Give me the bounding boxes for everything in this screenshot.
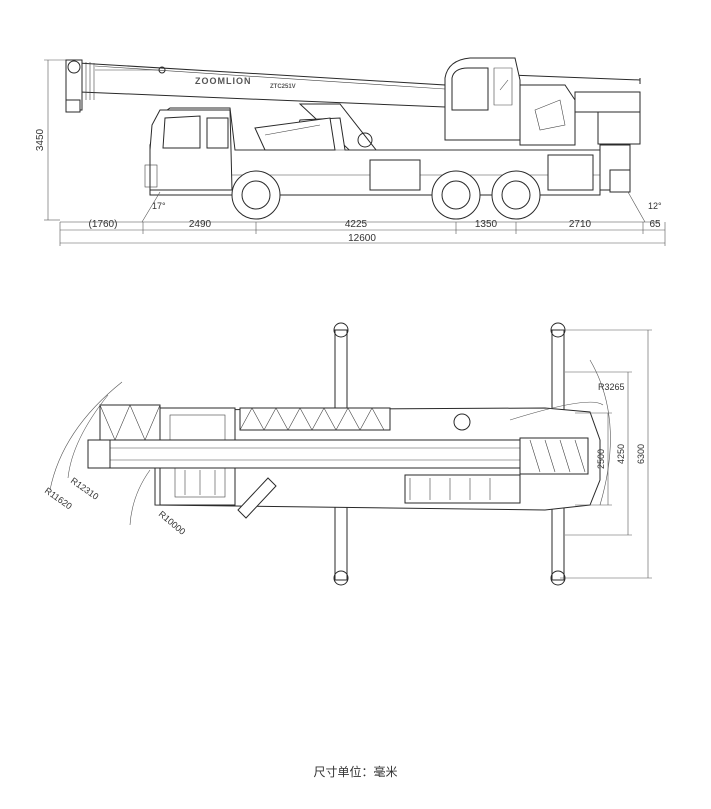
boom: ZOOMLION ZTC251V xyxy=(65,59,446,113)
wheels xyxy=(231,170,541,220)
width-2-label: 4250 xyxy=(616,444,626,464)
driver-cab xyxy=(144,109,233,191)
boom-model-label: ZTC251V xyxy=(270,84,296,90)
unit-caption: 尺寸单位：毫米 xyxy=(313,765,398,779)
lattice-truss xyxy=(99,404,391,441)
total-length-dimension: 12600 xyxy=(60,233,665,244)
height-dimension: 3450 xyxy=(35,59,70,221)
segment-label-5: 65 xyxy=(649,219,661,230)
height-dim-label: 3450 xyxy=(35,128,46,151)
radius-2-label: R11620 xyxy=(43,485,74,511)
segment-label-2: 4225 xyxy=(345,219,368,230)
radius-1-label: R12310 xyxy=(69,475,101,501)
segment-dimensions: (1760) 2490 4225 1350 2710 65 xyxy=(59,219,666,246)
top-view: R3265 2500 4250 6300 R12310 R11620 R1000… xyxy=(43,322,652,586)
side-view: 3450 ZOOMLION ZTC251V xyxy=(35,57,666,246)
radius-3-label: R10000 xyxy=(157,509,188,537)
radius-tail-label: R3265 xyxy=(598,382,625,392)
segment-label-1: 2490 xyxy=(189,219,212,230)
width-1-label: 2500 xyxy=(596,449,606,469)
top-boom xyxy=(87,439,526,469)
rear-angle-label: 12° xyxy=(648,201,662,211)
width-3-label: 6300 xyxy=(636,444,646,464)
operator-cab xyxy=(444,57,521,141)
total-length-label: 12600 xyxy=(348,233,376,244)
boom-brand-label: ZOOMLION xyxy=(195,76,252,86)
width-dimensions: 2500 4250 6300 xyxy=(560,329,652,579)
segment-label-0: (1760) xyxy=(89,219,118,230)
segment-label-4: 2710 xyxy=(569,219,592,230)
segment-label-3: 1350 xyxy=(475,219,498,230)
front-angle-label: 17° xyxy=(152,201,166,211)
